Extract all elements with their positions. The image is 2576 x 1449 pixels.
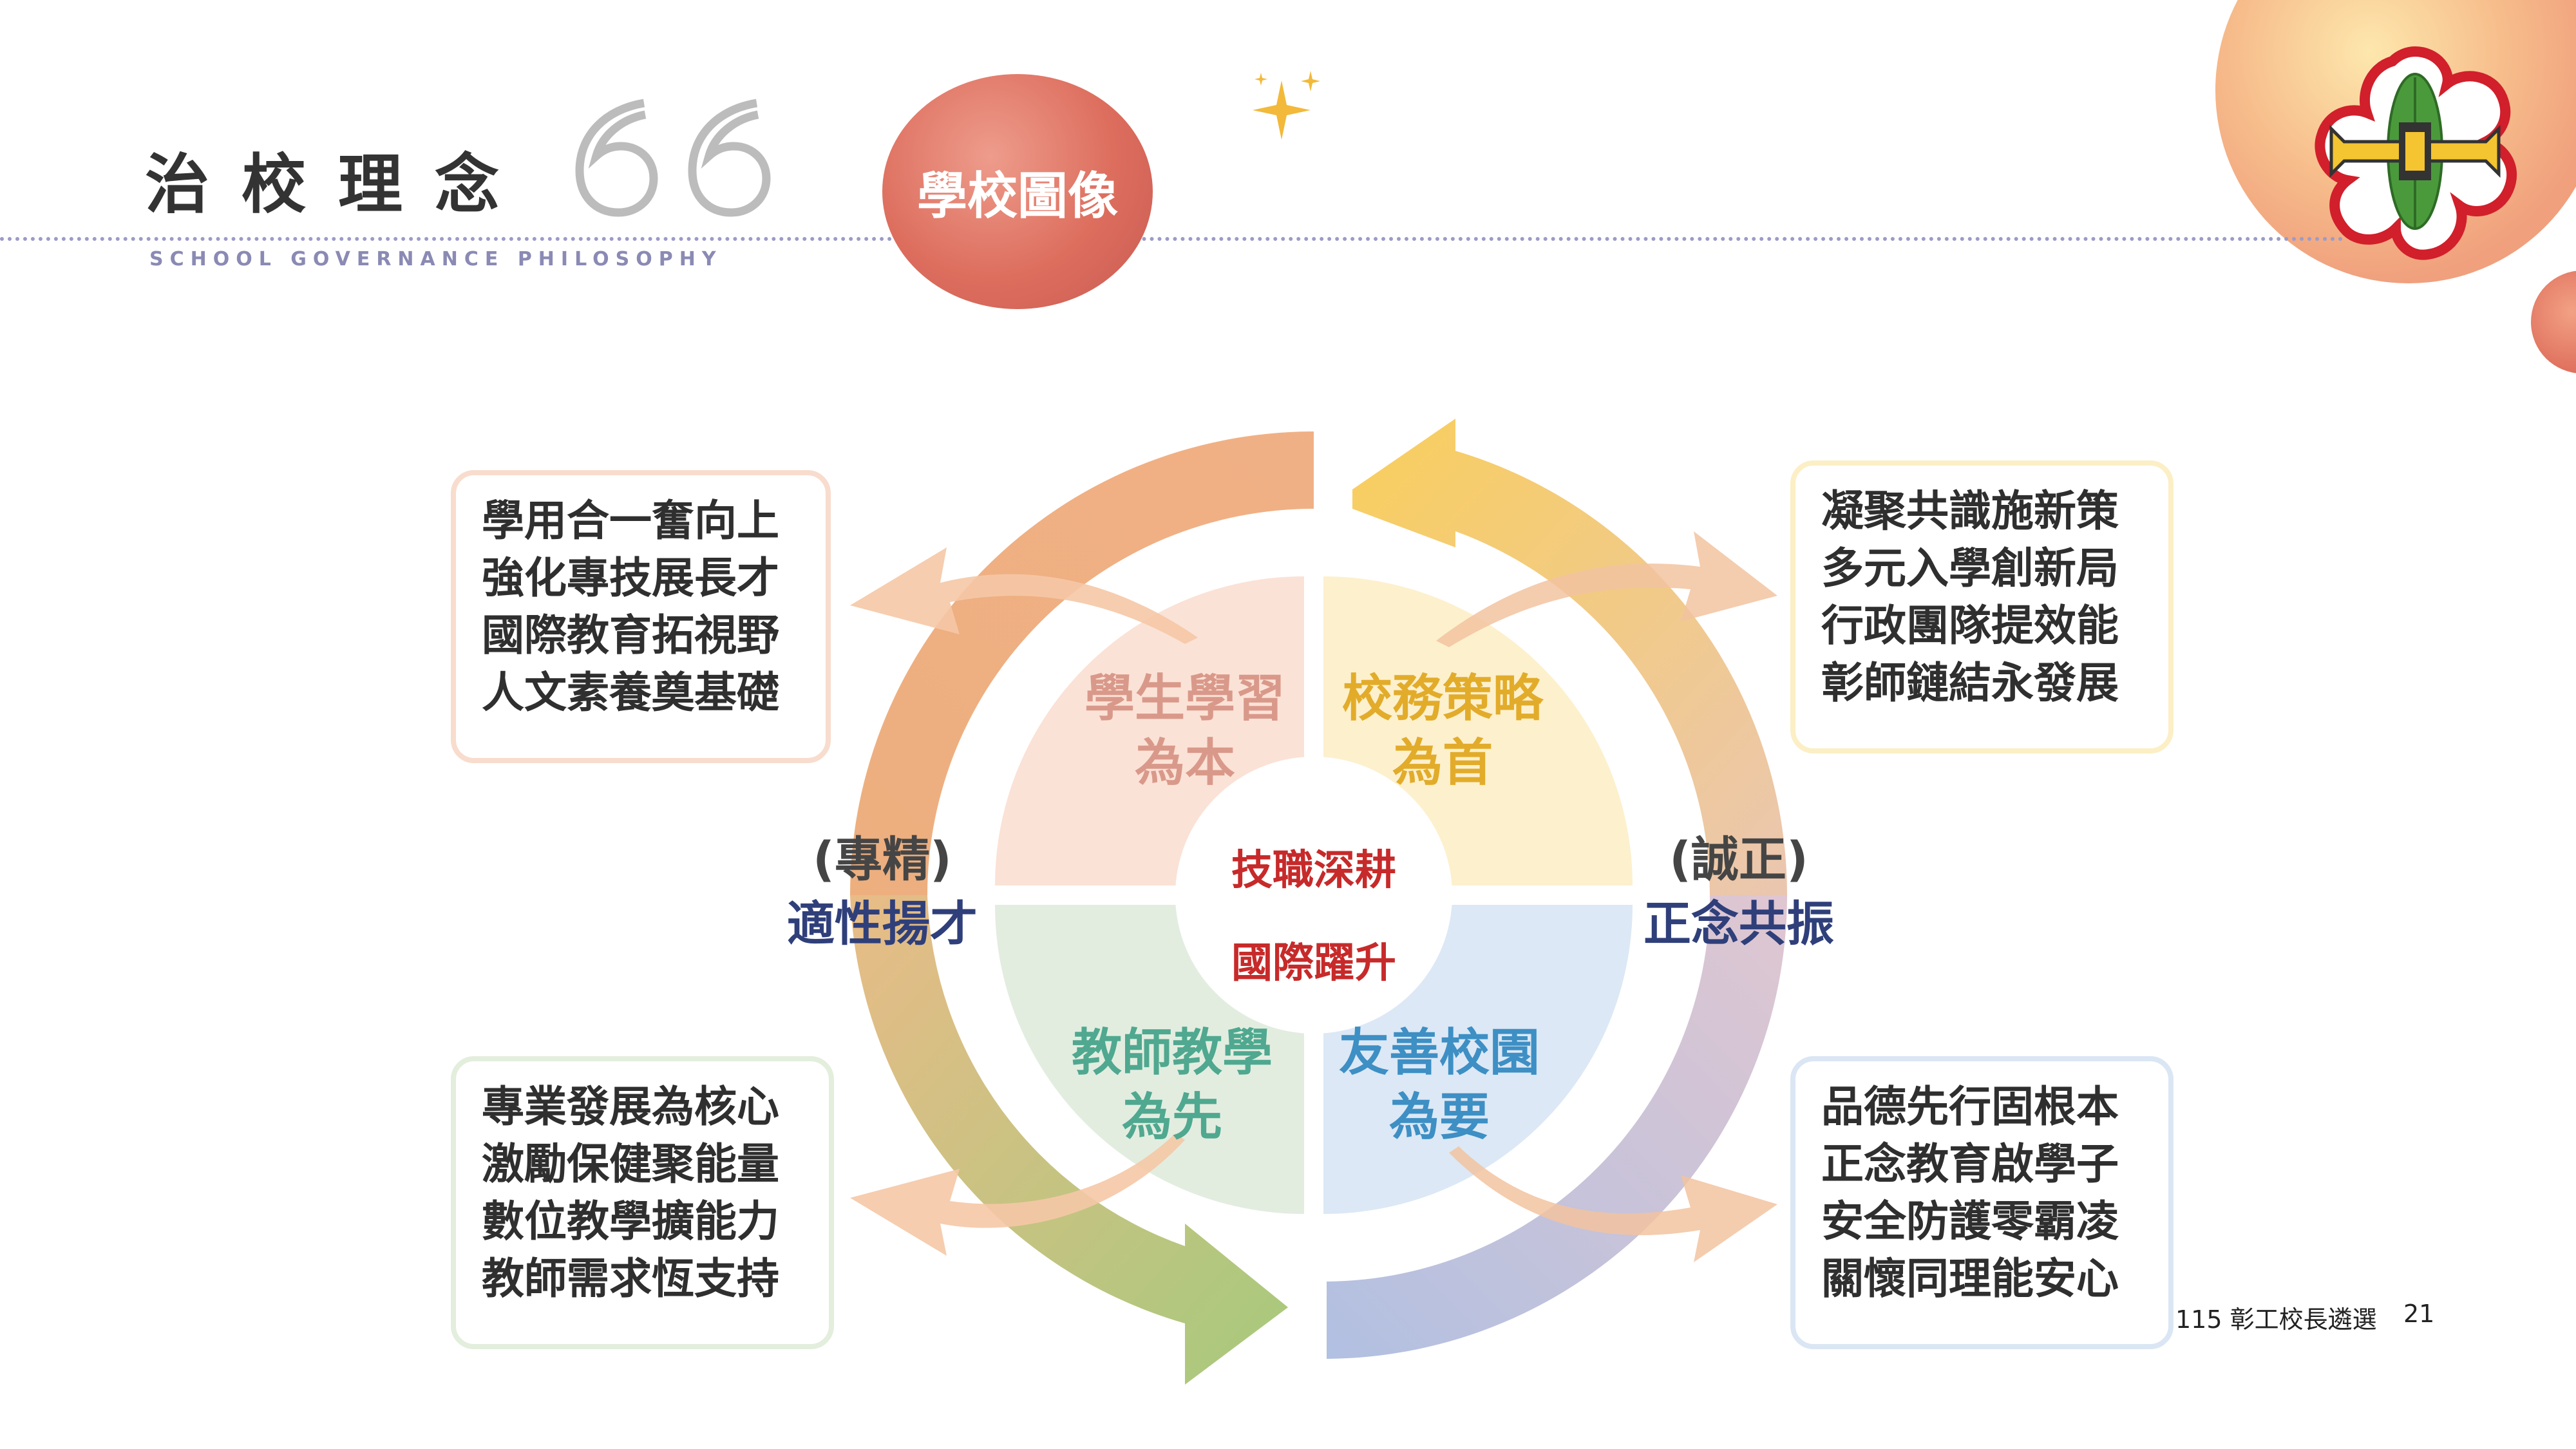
side-right-line1: (誠正): [1669, 832, 1808, 887]
quadrant-top-left-line1: 學生學習: [1084, 670, 1285, 728]
box-line: 教師需求恆支持: [482, 1254, 779, 1303]
box-line: 彰師鏈結永發展: [1821, 658, 2119, 708]
quadrant-label-bottom-right: 友善校園 為要: [1323, 1021, 1555, 1150]
quadrant-bottom-left-line2: 為先: [1121, 1088, 1222, 1146]
box-line: 多元入學創新局: [1821, 544, 2119, 593]
box-line: 關懷同理能安心: [1821, 1254, 2119, 1303]
quadrant-top-left-line2: 為本: [1134, 734, 1235, 792]
center-circle: [1175, 757, 1452, 1034]
page-number: 21: [2403, 1300, 2435, 1328]
quadrant-bottom-right-line2: 為要: [1388, 1088, 1490, 1146]
ring-arc-bottom-left: [850, 895, 1288, 1385]
box-bottom-left: 專業發展為核心 激勵保健聚能量 數位教學擴能力 教師需求恆支持: [451, 1056, 834, 1349]
box-line: 安全防護零霸凌: [1821, 1197, 2119, 1246]
box-line: 強化專技展長才: [482, 553, 779, 603]
box-line: 正念教育啟學子: [1821, 1139, 2119, 1189]
quadrant-top-right-line2: 為首: [1392, 734, 1493, 792]
quote-icon: [575, 99, 771, 217]
side-right-line2: 正念共振: [1643, 896, 1834, 952]
badge-label: 學校圖像: [916, 167, 1118, 225]
box-line: 國際教育拓視野: [482, 611, 779, 660]
school-image-badge: 學校圖像: [882, 74, 1153, 309]
center-line1: 技職深耕: [1231, 847, 1396, 895]
page-title: 治校理念: [145, 147, 531, 222]
ring-arc-bottom-right: [1327, 895, 1787, 1359]
quadrant-top-right-line1: 校務策略: [1341, 670, 1543, 728]
quadrant-label-bottom-left: 教師教學 為先: [1056, 1021, 1288, 1150]
ring-arc-top-right: [1352, 419, 1787, 895]
side-left-line2: 適性揚才: [787, 896, 978, 952]
side-label-right: (誠正) 正念共振: [1623, 828, 1855, 956]
center-label: 技職深耕 國際躍升: [1211, 837, 1417, 989]
connector-arrow-top-right: [1436, 531, 1777, 647]
sparkle-icon: [1253, 71, 1320, 140]
divider-line: [0, 237, 2344, 241]
ring-arc-top-left: [850, 431, 1314, 895]
footer-label: 115 彰工校長遴選: [2175, 1305, 2377, 1334]
quadrant-label-top-right: 校務策略 為首: [1327, 667, 1558, 795]
school-logo-icon: [2315, 46, 2517, 260]
quadrant-label-top-left: 學生學習 為本: [1069, 667, 1301, 795]
box-top-left: 學用合一奮向上 強化專技展長才 國際教育拓視野 人文素養奠基礎: [451, 470, 831, 763]
connector-arrow-bottom-right: [1449, 1146, 1777, 1262]
connector-arrow-top-left: [850, 547, 1198, 644]
side-label-left: (專精) 適性揚才: [766, 828, 998, 956]
center-line2: 國際躍升: [1231, 940, 1396, 987]
box-line: 品德先行固根本: [1821, 1082, 2119, 1132]
box-line: 凝聚共識施新策: [1821, 486, 2119, 536]
box-top-right: 凝聚共識施新策 多元入學創新局 行政團隊提效能 彰師鏈結永發展: [1790, 460, 2174, 753]
box-line: 專業發展為核心: [482, 1082, 779, 1132]
box-bottom-right: 品德先行固根本 正念教育啟學子 安全防護零霸凌 關懷同理能安心: [1790, 1056, 2174, 1349]
page-subtitle: SCHOOL GOVERNANCE PHILOSOPHY: [149, 248, 723, 270]
box-line: 行政團隊提效能: [1821, 601, 2119, 650]
box-line: 學用合一奮向上: [482, 496, 779, 545]
quadrant-bottom-right-line1: 友善校園: [1338, 1024, 1540, 1082]
box-line: 激勵保健聚能量: [482, 1139, 779, 1189]
connector-arrow-bottom-left: [850, 1133, 1185, 1256]
box-line: 人文素養奠基礎: [482, 668, 779, 717]
quadrant-bottom-left-line1: 教師教學: [1071, 1024, 1273, 1082]
side-left-line1: (專精): [813, 832, 952, 887]
box-line: 數位教學擴能力: [482, 1197, 779, 1246]
